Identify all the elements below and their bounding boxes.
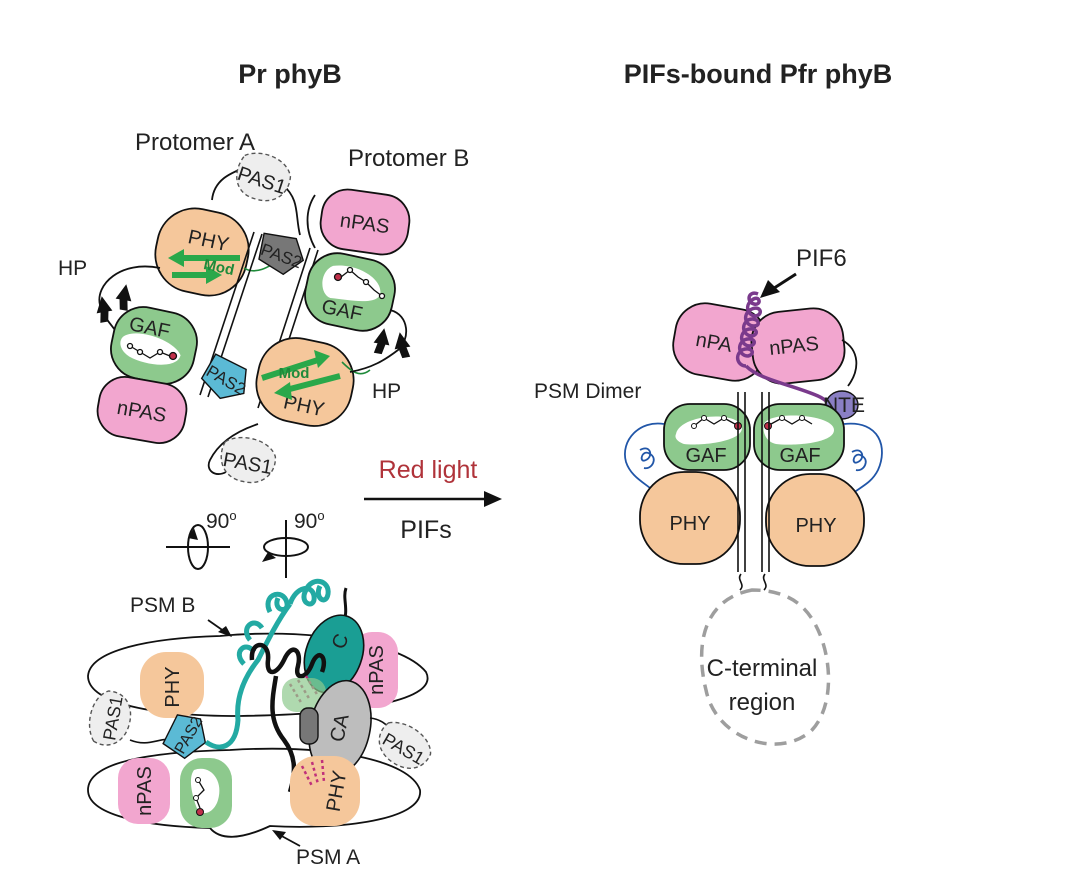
mod-arrows-a: Mod (168, 249, 283, 284)
pas2-domain-b: PAS2 (200, 353, 249, 400)
hp-arrow-down-a (115, 284, 132, 311)
linker-b-top (306, 194, 316, 249)
mod-arrows-b: Mod (261, 350, 371, 400)
gaf-domain-pfr-b: GAF (753, 403, 845, 471)
rotate-horizontal-axis-icon (166, 524, 230, 570)
npas-domain-b: nPAS (319, 188, 411, 256)
degree-label-1: 90o (206, 508, 237, 533)
pr-phyb-top-view: Protomer A Protomer B PAS1 nPAS PHY Mod (58, 129, 469, 484)
pr-phyb-side-view: PSM B PSM A PHY nPAS PAS1 PAS2 (87, 578, 432, 869)
helix-spines-pfr (737, 392, 770, 591)
hp-arrow-down-b (394, 332, 411, 359)
pas1-domain-b: PAS1 (220, 436, 277, 484)
hp-arrow-up-a (96, 296, 113, 323)
phy-label-pfr-b: PHY (795, 515, 836, 537)
mod-label-b: Mod (279, 365, 310, 382)
phy-domain-psm-a: PHY (290, 756, 360, 826)
pink-contacts-psm-a (300, 759, 326, 787)
phy-domain-pfr-b: PHY (765, 473, 865, 567)
transition-arrow: Red light PIFs (364, 456, 502, 544)
psm-dimer-label: PSM Dimer (534, 380, 641, 403)
pas2-gray-side (299, 707, 319, 745)
pif6-label: PIF6 (796, 245, 847, 272)
gaf-domain-b: GAF (304, 252, 396, 332)
title-pr-phyb: Pr phyB (238, 59, 342, 89)
teal-helix (204, 578, 331, 750)
phy-label-pfr-a: PHY (669, 513, 710, 535)
hairpin-b (349, 309, 407, 373)
hp-label-b: HP (372, 380, 401, 403)
protomer-b-label: Protomer B (348, 145, 469, 172)
blue-linkers (624, 422, 883, 499)
npas-label-psm-b: nPAS (366, 645, 388, 695)
pas1-domain-side-a: PAS1 (88, 690, 132, 746)
npas-domain-a: nPAS (96, 376, 188, 444)
npas-domain-pfr-b: nPAS (750, 307, 846, 385)
pfr-phyb: PIF6 nPA nPAS NTE PSM Dimer GAF (534, 245, 883, 746)
chromophore-a (126, 342, 178, 361)
psm-a-label: PSM A (296, 846, 360, 869)
rotate-vertical-axis-icon (262, 520, 309, 578)
npas-label-psm-a: nPAS (134, 766, 156, 816)
c-terminal-label-1: C-terminal (707, 655, 818, 682)
degree-label-2: 90o (294, 508, 325, 533)
phy-domain-a: PHY (154, 207, 250, 297)
hp-arrow-up-b (373, 328, 390, 355)
gaf-domain-psm-a (180, 758, 232, 828)
gaf-domain-pfr-a: GAF (663, 403, 751, 471)
gaf-domain-a: GAF (110, 306, 198, 385)
phy-domain-psm-b: PHY (140, 652, 204, 718)
pifs-label: PIFs (400, 516, 451, 544)
chromophore-b (333, 266, 386, 300)
phy-label-psm-b: PHY (162, 666, 184, 707)
protomer-a-label: Protomer A (135, 129, 255, 156)
title-pifs-bound-pfr-phyb: PIFs-bound Pfr phyB (624, 59, 892, 89)
ca-domain: CA (308, 679, 372, 777)
hp-label-a: HP (58, 257, 87, 280)
npas-domain-psm-a: nPAS (118, 758, 170, 824)
c-terminal-region-outline (699, 588, 831, 746)
c-label: C (328, 631, 354, 652)
gaf-label-pfr-b: GAF (779, 445, 820, 467)
psm-b-label: PSM B (130, 594, 195, 617)
c-domain: C (303, 614, 365, 694)
phy-domain-pfr-a: PHY (639, 471, 741, 565)
gaf-domain-psm-b (282, 678, 326, 712)
red-light-label: Red light (379, 456, 478, 484)
c-terminal-label-2: region (729, 689, 796, 716)
pas1-domain-a: PAS1 (235, 152, 292, 202)
npas-label-pfr-b: nPAS (768, 333, 820, 360)
mod-label-a: Mod (202, 256, 236, 279)
linker-b-bottom (207, 423, 259, 475)
gaf-label-pfr-a: GAF (685, 445, 726, 467)
rotation-symbols: 90o 90o (166, 508, 325, 578)
